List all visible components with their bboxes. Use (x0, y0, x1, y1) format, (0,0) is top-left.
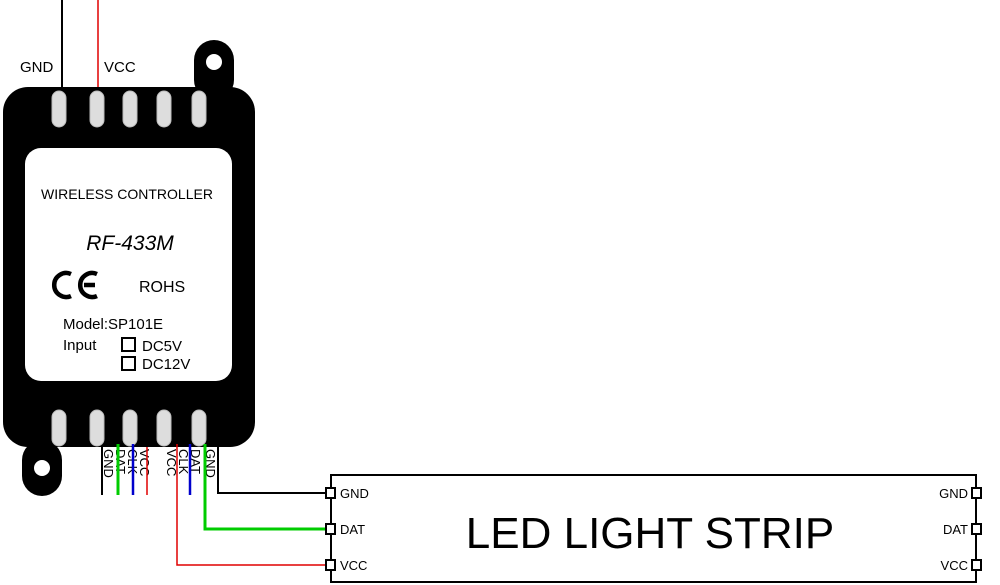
strip-left-gnd-label: GND (340, 486, 369, 501)
dc5v-label: DC5V (142, 338, 182, 355)
controller-title: WIRELESS CONTROLLER (41, 186, 213, 202)
out-wire-vcc-right (176, 444, 330, 566)
strip-pad-right-dat (971, 523, 982, 535)
bottom-pin-slots (51, 409, 207, 447)
strip-right-gnd-label: GND (939, 486, 968, 501)
led-strip (330, 474, 977, 583)
label-panel (25, 148, 232, 381)
pin-label-1: GND (101, 449, 116, 478)
pin-label-6: CLK (176, 449, 191, 475)
dc5v-checkbox (121, 337, 136, 352)
pin-label-7: DAT (188, 449, 203, 474)
strip-right-dat-label: DAT (943, 522, 968, 537)
pin-label-5: VCC (164, 449, 179, 476)
strip-pad-right-vcc (971, 559, 982, 571)
out-wire-gnd-right (217, 444, 330, 494)
strip-left-dat-label: DAT (340, 522, 365, 537)
strip-pad-right-gnd (971, 487, 982, 499)
dc12v-checkbox (121, 356, 136, 371)
model-number: Model:SP101E (63, 316, 163, 333)
input-vcc-label: VCC (104, 59, 136, 76)
strip-pad-left-gnd (325, 487, 336, 499)
dc12v-label: DC12V (142, 356, 190, 373)
input-label: Input (63, 337, 97, 354)
led-strip-title: LED LIGHT STRIP (466, 509, 834, 558)
model-name: RF-433M (86, 232, 174, 255)
input-gnd-label: GND (20, 59, 54, 76)
rohs-label: ROHS (139, 279, 185, 296)
strip-left-vcc-label: VCC (340, 558, 367, 573)
strip-pad-left-vcc (325, 559, 336, 571)
pin-label-4: VCC (137, 449, 152, 476)
top-pin-slots (51, 90, 207, 128)
pin-label-8: GND (203, 449, 218, 478)
mounting-tab-top (194, 40, 234, 100)
strip-right-vcc-label: VCC (941, 558, 968, 573)
out-wire-dat-right (203, 444, 330, 531)
strip-pad-left-dat (325, 523, 336, 535)
ce-mark-logo (52, 270, 98, 300)
mounting-tab-bottom (22, 440, 62, 496)
